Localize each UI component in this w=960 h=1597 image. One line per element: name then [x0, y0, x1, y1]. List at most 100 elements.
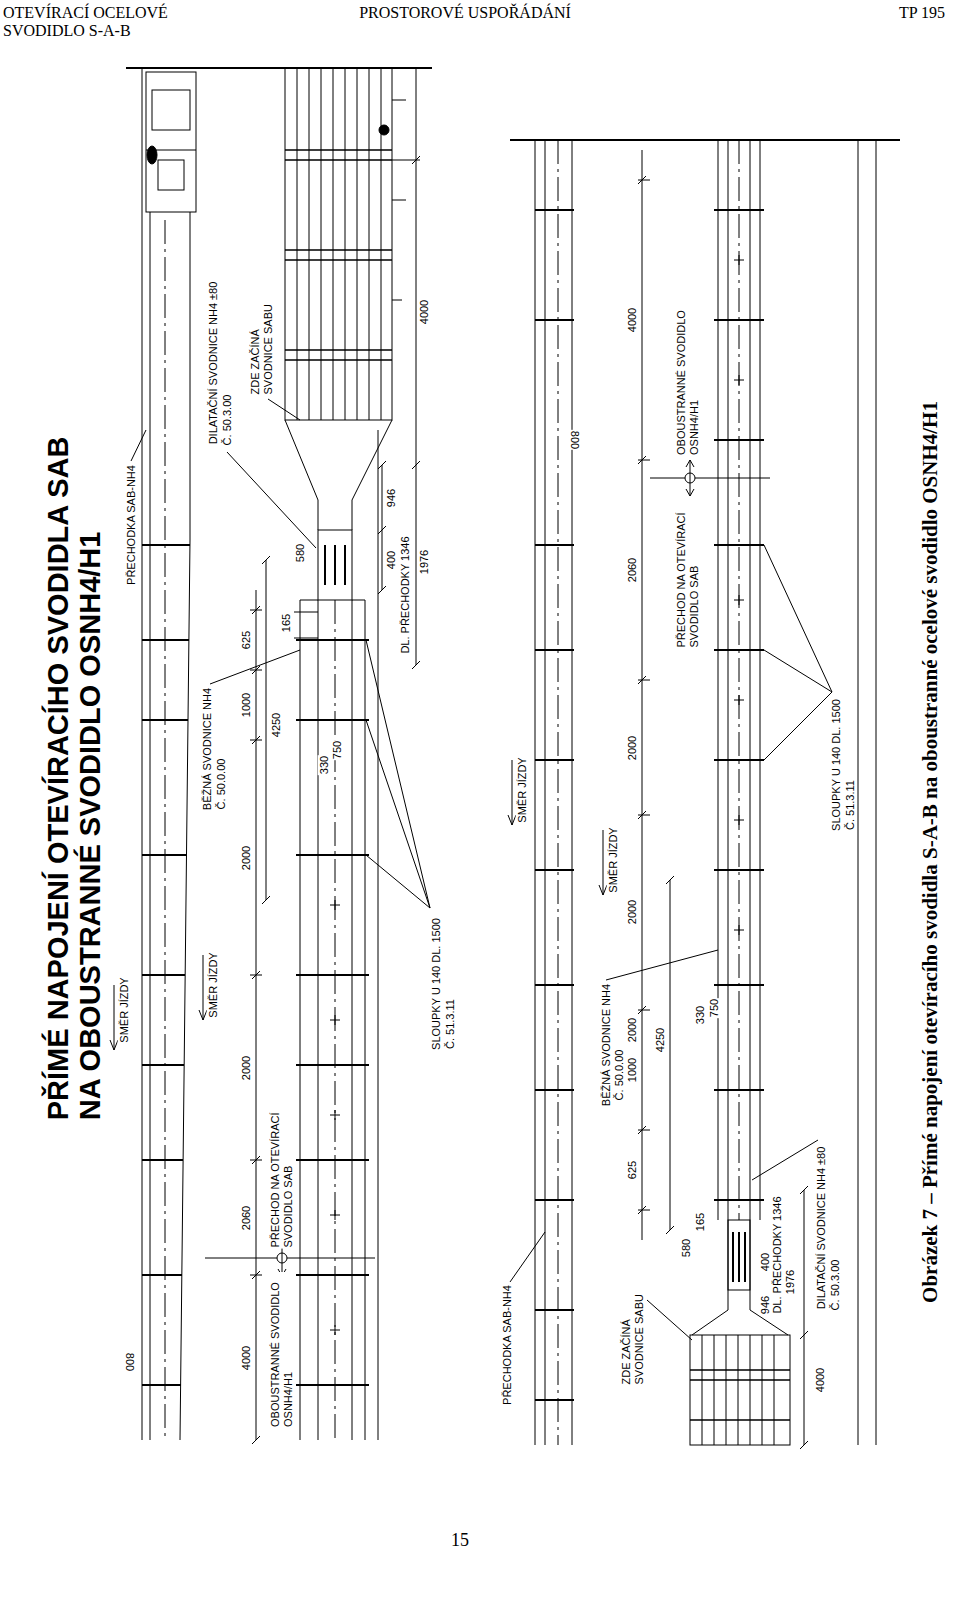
joint-bolts [325, 545, 345, 585]
sab-bands [690, 1370, 790, 1420]
dimension-number: 4000 [418, 299, 431, 325]
dimension-ticks [638, 176, 650, 1214]
dimension-number: 1976 [784, 1269, 797, 1295]
barrier-edge [142, 68, 143, 1440]
leader-line [131, 430, 146, 461]
drawing-one [110, 68, 432, 1444]
annotation-label: SLOUPKY U 140 DL. 1500 [830, 698, 843, 832]
annotation-label: Č. 51.3.11 [444, 998, 457, 1050]
funnel-line [692, 1290, 728, 1335]
barrier-edge [718, 140, 760, 1290]
annotation-label: Č. 50.0.00 [613, 1049, 626, 1102]
annotation-label: PŘECHODKA SAB-NH4 [125, 464, 138, 586]
dimension-number: 4250 [654, 1027, 667, 1053]
dimension-number: 1000 [240, 692, 253, 718]
barrier-edge [150, 212, 151, 1440]
dimension-number: 800 [124, 1352, 137, 1372]
dimension-line [382, 465, 383, 590]
annotation-label: ZDE ZAČÍNÁ SVODNICE SABU [249, 295, 274, 396]
dimension-number: 330 [694, 1005, 707, 1025]
axis-line [165, 220, 166, 1440]
page-number: 15 [451, 1530, 469, 1551]
dimension-number: 2000 [626, 899, 639, 925]
dimension-number: 2000 [240, 1055, 253, 1081]
leader-line [647, 1300, 692, 1340]
dimension-number: 1000 [626, 1057, 639, 1083]
figure-caption: Obrázek 7 – Přímé napojení otevíracího s… [918, 401, 942, 1303]
barrier-edge [180, 212, 190, 1440]
transition-line [205, 1258, 375, 1259]
dimension-number: 800 [569, 430, 582, 450]
dimension-line [642, 150, 643, 1240]
joint-block [318, 530, 352, 600]
dimension-number: 2000 [626, 735, 639, 761]
axis-line [558, 140, 559, 1445]
dimension-number: 2060 [240, 1205, 253, 1231]
sab-rails [285, 68, 392, 420]
annotation-label: SMĚR JÍZDY [118, 976, 131, 1043]
dimension-ticks [666, 876, 674, 1234]
annotation-label: SMĚR JÍZDY [607, 826, 620, 893]
post-marks [714, 210, 764, 1200]
page-header: TP 195 [899, 4, 945, 22]
leader-line [606, 950, 718, 980]
dimension-number: 4000 [814, 1367, 827, 1393]
dimension-line [416, 68, 417, 665]
leader-line [366, 640, 430, 908]
dimension-number: 165 [694, 1212, 707, 1232]
dimension-number: 4250 [270, 712, 283, 738]
dimension-ticks [392, 156, 420, 669]
mechanism-dot [147, 146, 157, 164]
dimension-number: 946 [385, 488, 398, 508]
annotation-label: BĚŽNÁ SVODNICE NH4 [201, 687, 214, 811]
annotation-label: PŘECHOD NA OTEVÍRACÍ SVODIDLO SAB [675, 501, 700, 648]
dimension-number: 1976 [418, 549, 431, 575]
dimension-ticks [262, 556, 318, 904]
funnel-line [352, 420, 392, 530]
transition-line [650, 478, 770, 479]
annotation-label: SLOUPKY U 140 DL. 1500 [430, 917, 443, 1051]
dimension-number: 580 [294, 543, 307, 563]
annotation-label: Č. 51.3.11 [844, 779, 857, 831]
annotation-label: SMĚR JÍZDY [207, 951, 220, 1018]
transition-arrow [686, 460, 694, 496]
annotation-label: BĚŽNÁ SVODNICE NH4 [600, 983, 613, 1107]
sab-arms [392, 100, 406, 300]
dimension-number: 400 [759, 1252, 772, 1272]
dimension-number: 625 [240, 630, 253, 650]
annotation-label: Č. 50.3.00 [829, 1259, 842, 1312]
dimension-number: 400 [385, 550, 398, 570]
barrier-edge [300, 600, 365, 1440]
annotation-label: Č. 50.3.00 [221, 394, 234, 447]
annotation-label: SMĚR JÍZDY [516, 756, 529, 823]
annotation-label: ZDE ZAČÍNÁ SVODNICE SABU [620, 1285, 645, 1386]
leader-line [210, 650, 300, 684]
page-header: PROSTOROVÉ USPOŘÁDÁNÍ [359, 4, 571, 22]
dimension-ticks [250, 606, 262, 1444]
dimension-line [266, 560, 267, 900]
frame-line [510, 139, 900, 141]
barrier-edge [535, 140, 572, 1445]
annotation-label: DL. PŘECHODKY 1346 [399, 535, 412, 654]
annotation-label: DL. PŘECHODKY 1346 [771, 1195, 784, 1314]
annotation-label: OBOUSTRANNÉ SVODIDLO OSNH4/H1 [675, 300, 700, 456]
mechanism [152, 90, 190, 130]
dimension-number: 2000 [626, 1017, 639, 1043]
annotation-label: DILATAČNÍ SVODNICE NH4 ±80 [815, 1146, 828, 1311]
dimension-number: 330 [318, 755, 331, 775]
leader-line [268, 399, 300, 420]
dimension-number: 2000 [240, 845, 253, 871]
dimension-number: 625 [626, 1160, 639, 1180]
mechanism [158, 160, 184, 190]
outer-line [378, 430, 379, 1440]
post-marks [535, 210, 574, 1400]
cross-marks [330, 900, 340, 1335]
annotation-label: Č. 50.0.00 [215, 758, 228, 811]
joint-block [728, 1220, 750, 1290]
sab-rails [702, 1335, 774, 1445]
funnel-line [285, 420, 318, 530]
dimension-line [804, 1190, 805, 1445]
post-marks [142, 545, 190, 1385]
